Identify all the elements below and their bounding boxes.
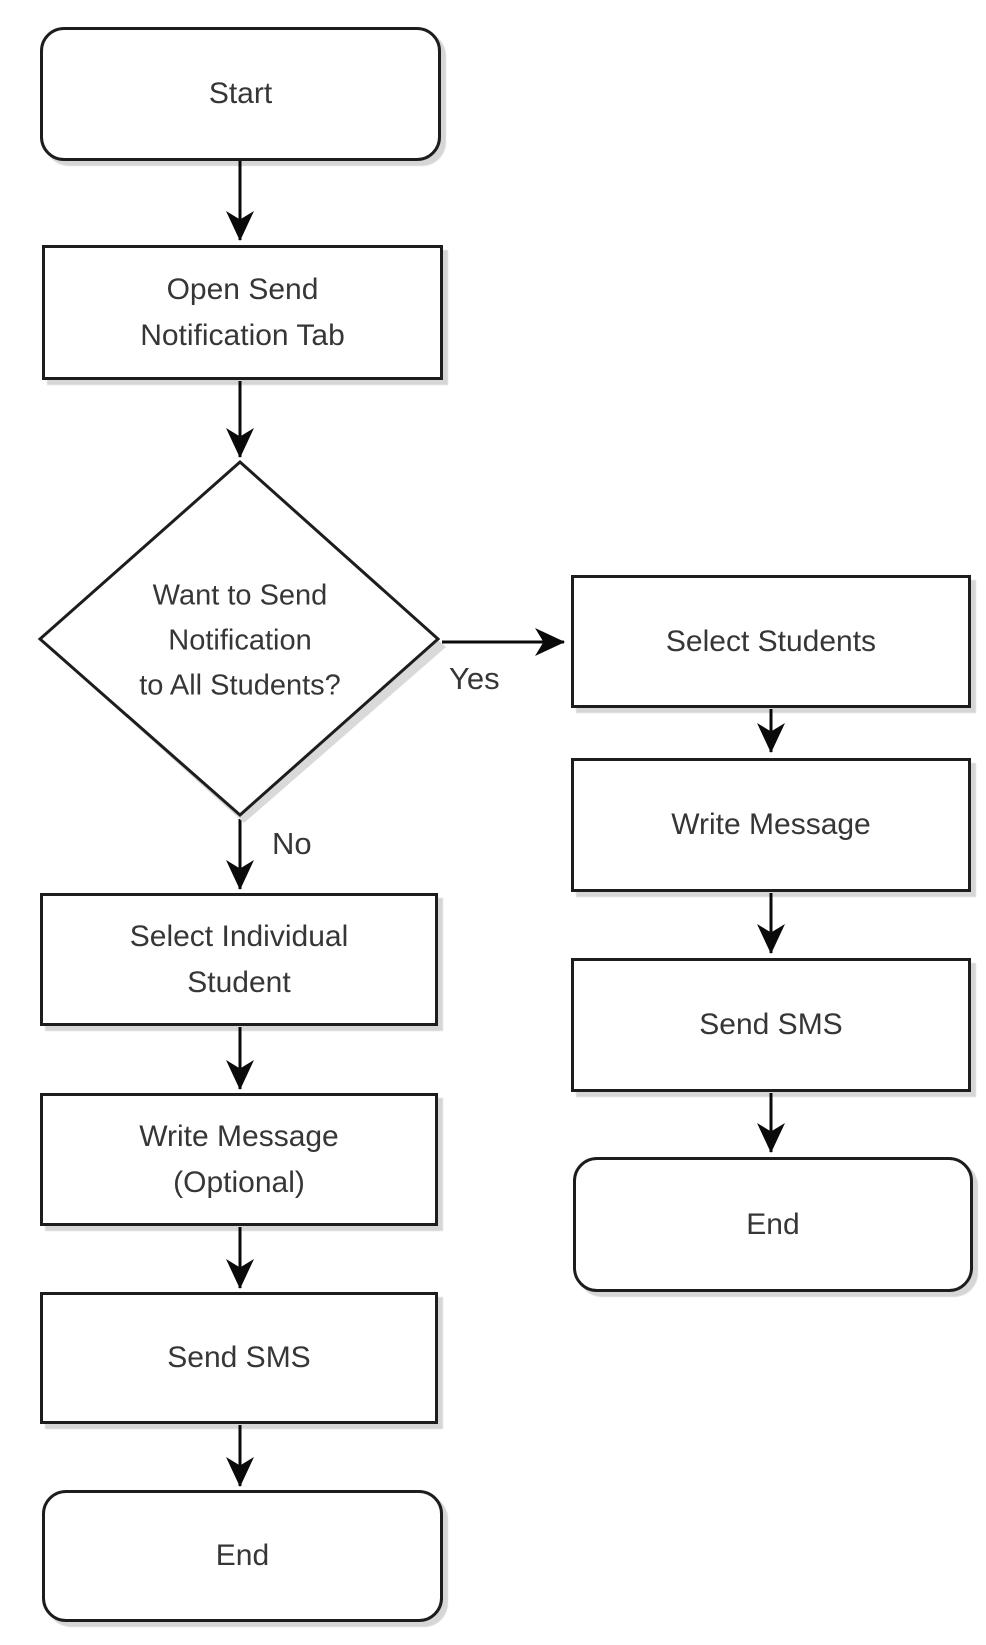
open-send-notification-tab-node: Open Send Notification Tab (42, 245, 443, 380)
select-students-node: Select Students (571, 575, 971, 708)
start-node: Start (40, 27, 441, 161)
select-individual-student-node: Select Individual Student (40, 893, 438, 1026)
decision-diamond (37, 459, 441, 818)
send-sms-left-node: Send SMS (40, 1292, 438, 1424)
decision-all-students-node: Want to Send Notification to All Student… (34, 457, 446, 824)
send-sms-right-node: Send SMS (571, 958, 971, 1092)
no-branch-label: No (272, 826, 312, 861)
write-message-optional-node: Write Message (Optional) (40, 1093, 438, 1226)
decision-diamond-shape (37, 459, 446, 823)
end-left-node: End (42, 1490, 443, 1622)
end-right-node: End (573, 1157, 973, 1292)
decision-label: Want to Send Notification to All Student… (139, 579, 341, 701)
yes-branch-label: Yes (449, 661, 500, 696)
write-message-node: Write Message (571, 758, 971, 892)
